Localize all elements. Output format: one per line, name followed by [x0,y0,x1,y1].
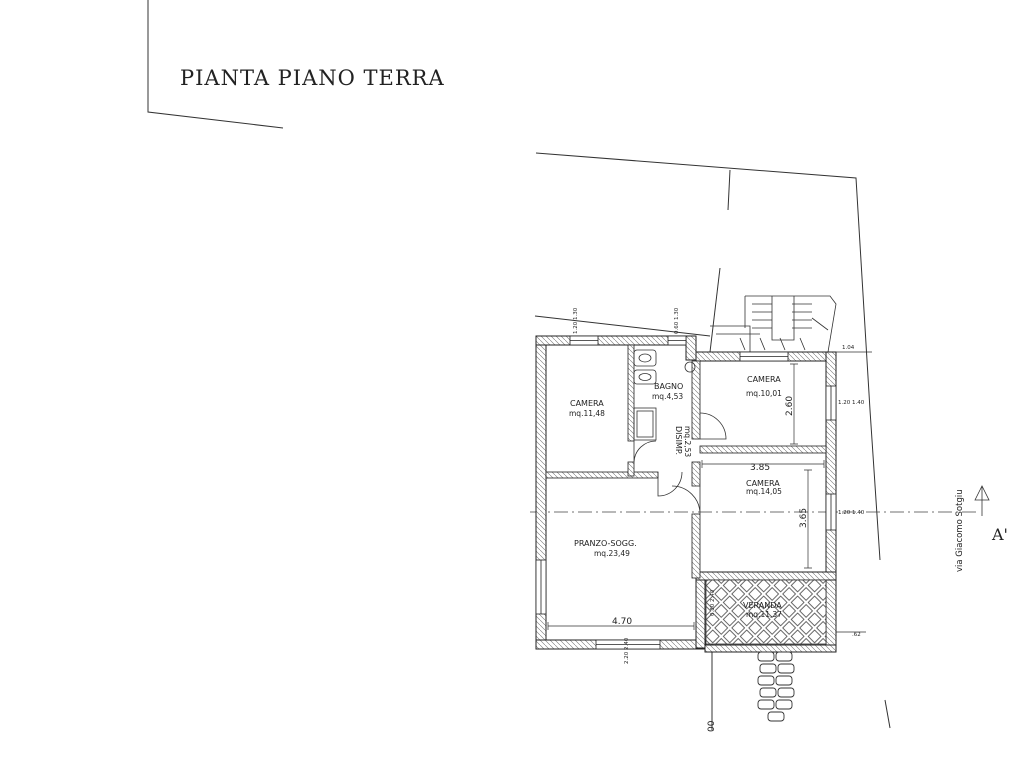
room-labels: CAMERA mq.11,48 BAGNO mq.4,53 CAMERA mq.… [569,375,782,619]
room-camera-west-area: mq.11,48 [569,409,605,418]
window-note-2: 0.60 1.30 [674,307,680,334]
window-note-3: 1.20 1.40 [838,400,865,406]
dimension-values: 2.60 3.85 3.65 4.70 1.04 .62 00 [612,345,861,732]
dimension-3-65: 3.65 [799,508,809,528]
window-note-5: 0.80 2.40 [710,589,716,616]
room-disimp-area: mq.2,53 [683,426,692,457]
dimension-1-04: 1.04 [842,345,855,351]
room-camera-northeast-name: CAMERA [747,375,781,384]
room-camera-northeast-area: mq.10,01 [746,389,782,398]
room-camera-west-name: CAMERA [570,399,604,408]
windows [535,335,837,650]
dimension-0-62: .62 [852,632,861,638]
room-pranzo-area: mq.23,49 [594,549,630,558]
door-swings [633,412,727,624]
section-marker-label: A' [991,525,1008,544]
property-boundary [147,0,891,730]
dimension-3-85: 3.85 [750,463,770,473]
room-bagno-area: mq.4,53 [652,392,683,401]
room-veranda-area: mq.11,37 [746,610,782,619]
window-annotations: 1.20 1.30 0.60 1.30 1.20 1.40 1.20 1.40 … [573,307,865,664]
stepping-stones [757,651,795,722]
drawing-title: PIANTA PIANO TERRA [180,66,445,90]
window-note-6: 2.20 2.40 [624,637,630,664]
room-camera-east-area: mq.14,05 [746,487,782,496]
room-pranzo-name: PRANZO-SOGG. [574,539,637,548]
window-note-4: 1.20 1.40 [838,510,865,516]
bathroom-fixtures [633,349,696,441]
interior-walls [545,344,827,579]
dimension-4-70: 4.70 [612,617,632,627]
room-veranda-name: VERANDA [743,601,782,610]
room-disimp-name: DISIMP. [674,426,683,455]
window-note-1: 1.20 1.30 [573,307,579,334]
street-name: via Giacomo Sotgiu [955,489,965,572]
dimension-00: 00 [707,720,717,732]
room-bagno-name: BAGNO [654,382,683,391]
section-line: A' [530,485,1008,544]
veranda-floor [705,579,827,645]
room-camera-east-name: CAMERA [746,479,780,488]
dimension-lines [547,351,872,633]
dimension-2-60: 2.60 [785,396,795,416]
staircase [710,295,837,353]
